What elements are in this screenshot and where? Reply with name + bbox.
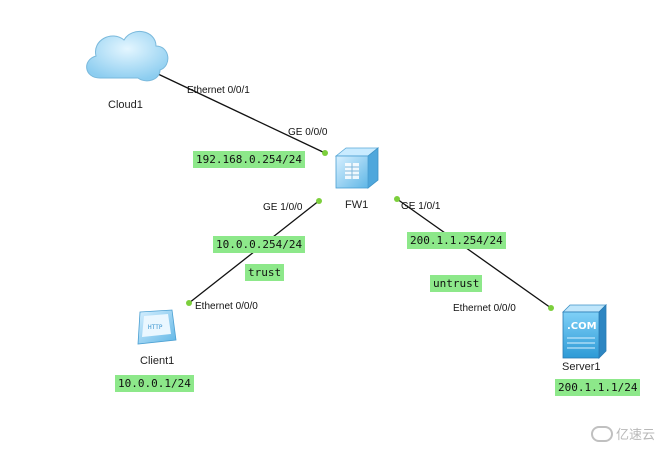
cloud-icon[interactable] [86, 31, 169, 82]
port-label-client-eth: Ethernet 0/0/0 [195, 301, 258, 312]
device-name-cloud: Cloud1 [108, 99, 143, 111]
port-dot-fw-ge100 [316, 198, 322, 204]
port-label-cloud-eth: Ethernet 0/0/1 [187, 85, 250, 96]
device-name-client: Client1 [140, 355, 175, 367]
ip-tag-fw-trust: 10.0.0.254/24 [213, 236, 306, 253]
link-cloud-fw[interactable] [157, 73, 326, 154]
watermark-logo-icon [590, 426, 613, 442]
port-dot-fw-ge000 [322, 150, 328, 156]
port-dot-fw-ge101 [394, 196, 400, 202]
device-name-server: Server1 [562, 361, 601, 373]
server-screen-label: .COM [567, 321, 597, 332]
ip-tag-fw-untrust: 200.1.1.254/24 [407, 232, 506, 249]
port-label-fw-ge100: GE 1/0/0 [263, 202, 303, 213]
zone-tag-trust: trust [245, 264, 285, 281]
device-name-firewall: FW1 [345, 199, 369, 211]
ip-tag-client: 10.0.0.1/24 [115, 375, 194, 392]
port-dot-client-eth [186, 300, 192, 306]
zone-tag-untrust: untrust [430, 275, 483, 292]
client-icon[interactable]: HTTP [137, 309, 177, 345]
port-dot-server-eth [548, 305, 554, 311]
watermark: 亿速云 [590, 424, 655, 443]
ip-tag-fw-mgmt: 192.168.0.254/24 [193, 151, 305, 168]
watermark-text: 亿速云 [615, 428, 655, 443]
client-screen-label: HTTP [148, 324, 163, 331]
port-label-fw-ge101: GE 1/0/1 [401, 201, 441, 212]
port-label-fw-ge000: GE 0/0/0 [288, 127, 328, 138]
server-icon[interactable]: .COM [562, 304, 607, 359]
firewall-icon[interactable] [334, 147, 380, 189]
port-label-server-eth: Ethernet 0/0/0 [453, 303, 516, 314]
ip-tag-server: 200.1.1.1/24 [555, 379, 641, 396]
link-fw-server[interactable] [396, 198, 552, 309]
